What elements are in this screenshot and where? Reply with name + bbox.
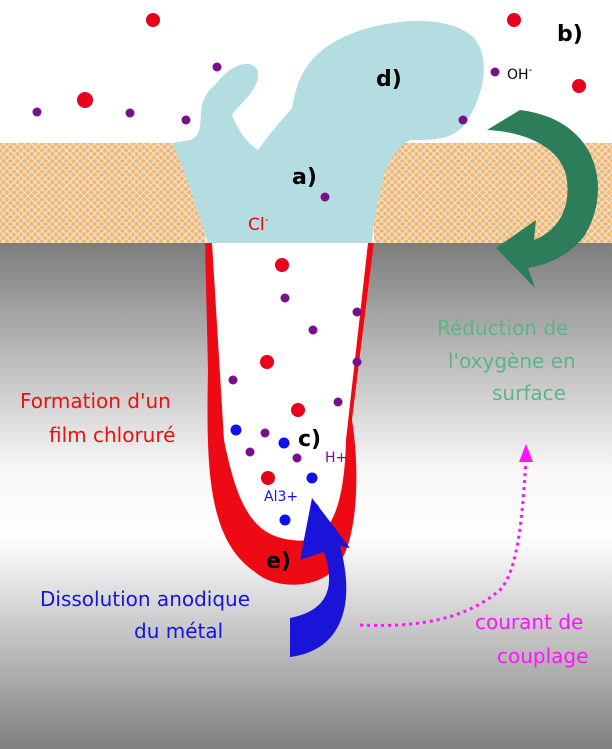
reduction-text-line2: l'oxygène en <box>448 349 576 373</box>
label-a: a) <box>292 165 317 190</box>
ion-red <box>146 13 160 27</box>
reduction-text-line3: surface <box>492 381 566 405</box>
ion-red <box>507 13 521 27</box>
ion-purple <box>281 294 290 303</box>
dissolution-text-line2: du métal <box>134 619 223 643</box>
chloride-charge: - <box>265 213 269 226</box>
proton-label: H+ <box>325 450 347 466</box>
ion-blue <box>231 425 242 436</box>
ion-purple <box>459 116 468 125</box>
film-text-line1: Formation d'un <box>20 389 171 413</box>
coupling-text-line2: couplage <box>497 644 588 668</box>
ion-red <box>275 258 289 272</box>
chloride-symbol: Cl <box>248 215 265 235</box>
ion-purple <box>309 326 318 335</box>
ion-purple <box>229 376 238 385</box>
ion-red <box>291 403 305 417</box>
ion-red <box>77 92 93 108</box>
label-b: b) <box>557 22 583 47</box>
ion-blue <box>280 515 291 526</box>
ion-purple <box>353 308 362 317</box>
coupling-text-line1: courant de <box>475 610 583 634</box>
reduction-text-line1: Réduction de <box>437 316 568 340</box>
ion-red <box>572 79 586 93</box>
hydroxide-label: OH- <box>507 65 533 83</box>
ion-purple <box>213 63 222 72</box>
ion-red <box>261 471 275 485</box>
label-e: e) <box>266 549 291 574</box>
ion-blue <box>307 473 318 484</box>
ion-blue <box>311 504 319 512</box>
ion-purple <box>33 108 42 117</box>
hydroxide-symbol: OH <box>507 67 529 83</box>
ion-purple <box>353 358 362 367</box>
oxide-layer-left <box>0 143 205 243</box>
label-d: d) <box>376 67 402 92</box>
hydroxide-charge: - <box>529 65 533 76</box>
aluminium-label: Al3+ <box>264 489 298 505</box>
ion-purple <box>246 448 255 457</box>
ion-purple <box>293 454 302 463</box>
ion-purple <box>334 398 343 407</box>
film-text-line2: film chloruré <box>49 423 175 447</box>
ion-purple <box>126 109 135 118</box>
ion-purple <box>321 193 330 202</box>
label-c: c) <box>298 427 321 452</box>
ion-purple <box>491 68 500 77</box>
dissolution-text-line1: Dissolution anodique <box>40 587 250 611</box>
ion-red <box>260 355 274 369</box>
ion-purple <box>182 116 191 125</box>
ion-blue <box>279 438 290 449</box>
ion-purple <box>261 429 270 438</box>
